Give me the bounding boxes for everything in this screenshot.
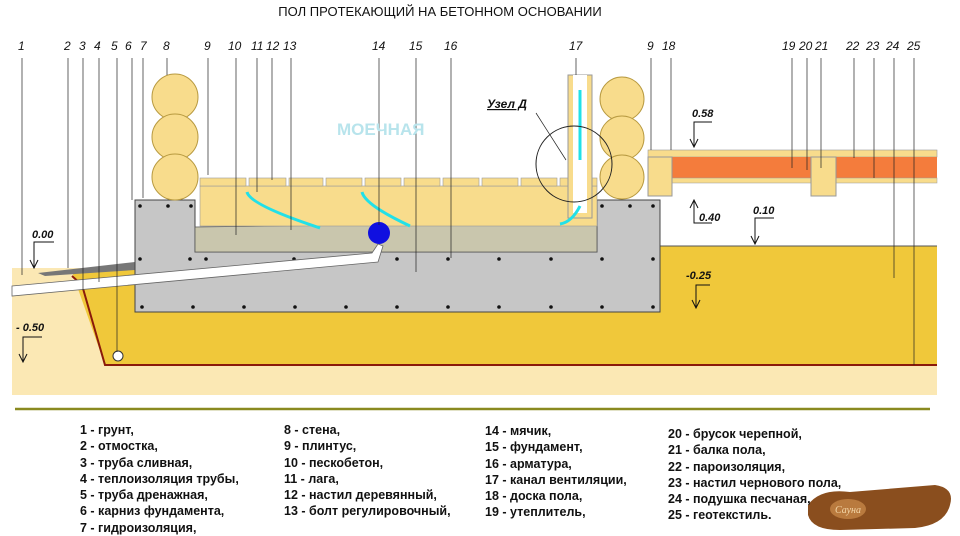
svg-text:0.00: 0.00 [32,229,54,241]
node-d-circle [535,125,613,203]
svg-text:0.58: 0.58 [692,108,714,120]
svg-text:11: 11 [251,39,263,53]
diagram-title: ПОЛ ПРОТЕКАЮЩИЙ НА БЕТОННОМ ОСНОВАНИИ [278,4,601,19]
legend-column-2: 8 - стена,9 - плинтус,10 - пескобетон,11… [284,423,451,519]
svg-text:16: 16 [444,39,458,53]
svg-text:20: 20 [798,39,813,53]
svg-text:9: 9 [204,39,211,53]
svg-text:10: 10 [228,39,242,53]
svg-text:Сауна: Сауна [835,505,861,516]
leader-lines [21,58,915,365]
blind-area [38,262,135,276]
svg-text:24: 24 [885,39,900,53]
svg-text:3: 3 [79,39,86,53]
svg-text:23: 23 [865,39,880,53]
sand-concrete [194,221,598,253]
legend-column-3: 14 - мячик,15 - фундамент,16 - арматура,… [485,424,627,520]
log-wall-right [599,76,645,200]
svg-text:25: 25 [906,39,921,53]
svg-text:15: 15 [409,39,423,53]
svg-text:5: 5 [111,39,118,53]
svg-text:19: 19 [782,39,796,53]
edge-beam [647,156,673,197]
log-wall-left [151,73,199,201]
insulation [672,157,937,178]
ball-valve [368,222,390,244]
svg-text:-0.25: -0.25 [686,270,712,282]
svg-text:0.40: 0.40 [699,212,721,224]
floor-beam [810,156,837,197]
svg-text:9: 9 [647,39,654,53]
rebar [138,204,655,309]
svg-text:2: 2 [63,39,71,53]
sand-cushion [72,246,937,365]
svg-text:18: 18 [662,39,676,53]
svg-text:22: 22 [845,39,860,53]
svg-text:7: 7 [140,39,148,53]
elevation-marks: 0.00 - 0.50 0.58 0.40 0.10 -0.25 [16,108,775,334]
svg-text:13: 13 [283,39,297,53]
legend-column-4: 20 - брусок черепной,21 - балка пола,22 … [668,427,842,523]
svg-text:14: 14 [372,39,386,53]
svg-text:1: 1 [18,39,25,53]
svg-text:21: 21 [814,39,828,53]
svg-text:17: 17 [569,39,584,53]
floor-boards [199,177,598,187]
svg-text:6: 6 [125,39,132,53]
air-flow-arrows [245,90,582,230]
svg-text:8: 8 [163,39,170,53]
sauna-logo: Сауна [808,485,951,530]
svg-text:12: 12 [266,39,280,53]
drainage-pipe [112,350,124,362]
node-label: Узел Д [487,97,527,111]
legend-column-1: 1 - грунт,2 - отмостка,3 - труба сливная… [80,423,239,535]
svg-text:0.10: 0.10 [753,205,775,217]
room-label: МОЕЧНАЯ [337,120,424,139]
svg-text:- 0.50: - 0.50 [16,322,45,334]
drain-pipe [11,243,384,297]
svg-text:4: 4 [94,39,101,53]
